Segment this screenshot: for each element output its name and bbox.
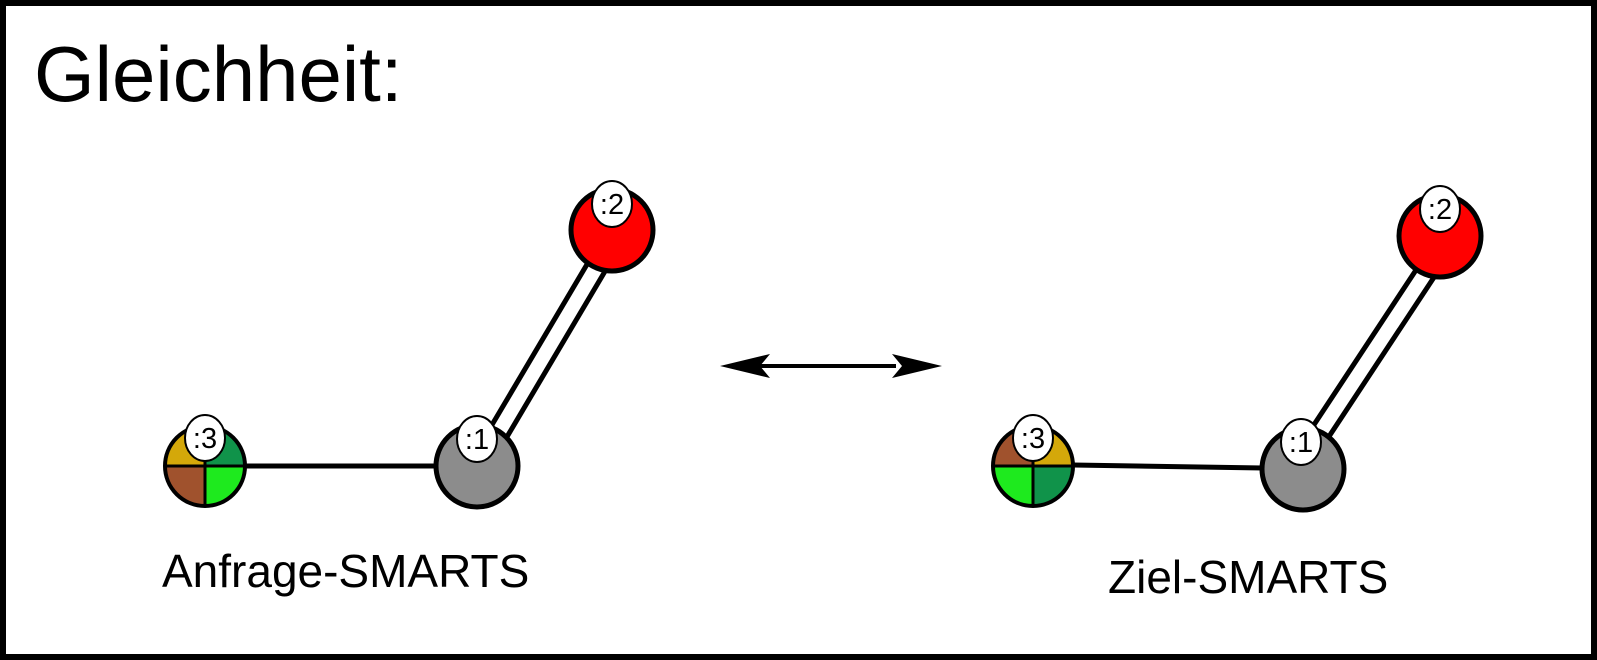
target-single-bond <box>1072 462 1264 471</box>
target-map-label-3: :3 <box>1012 414 1054 462</box>
query-map-label-1: :1 <box>456 415 498 463</box>
target-map-label-2: :2 <box>1419 185 1461 233</box>
query-map-label-3-text: :3 <box>193 423 217 455</box>
query-caption: Anfrage-SMARTS <box>162 545 529 597</box>
query-double-bond <box>473 249 614 464</box>
target-map-label-1-text: :1 <box>1289 427 1313 459</box>
query-map-label-3: :3 <box>184 414 226 462</box>
target-caption: Ziel-SMARTS <box>1108 551 1388 603</box>
query-molecule: :1 :2 :3 Anfrage-SMARTS <box>162 180 656 597</box>
query-map-label-2-text: :2 <box>600 189 624 221</box>
query-map-label-1-text: :1 <box>465 424 489 456</box>
target-map-label-1: :1 <box>1280 418 1322 466</box>
target-map-label-3-text: :3 <box>1021 423 1045 455</box>
target-molecule: :1 :2 :3 Ziel-SMARTS <box>991 185 1484 603</box>
diagram-title: Gleichheit: <box>34 30 403 118</box>
query-map-label-2: :2 <box>591 180 633 228</box>
target-map-label-2-text: :2 <box>1428 194 1452 226</box>
target-double-bond <box>1301 253 1445 452</box>
double-headed-arrow-icon <box>720 354 942 378</box>
